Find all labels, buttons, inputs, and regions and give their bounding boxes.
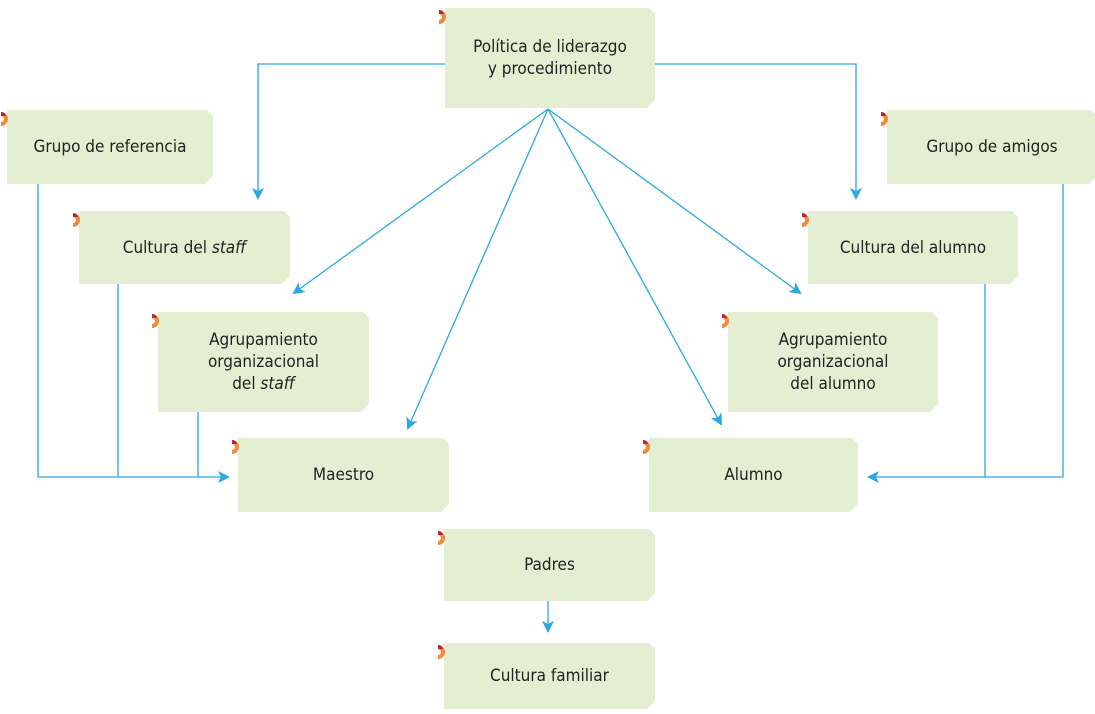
edge-politica-agrup-alumno <box>547 108 802 295</box>
label-line: Agrupamiento <box>778 330 888 350</box>
edge-politica-cultura-staff <box>252 63 445 200</box>
node-maestro: Maestro <box>238 438 449 512</box>
label-line: organizacional <box>207 352 320 372</box>
corner-badge-icon <box>73 213 85 227</box>
node-label: Padres <box>524 555 575 575</box>
label-italic: staff <box>260 374 295 394</box>
node-label: Grupo de referencia <box>33 137 187 157</box>
corner-badge-icon <box>643 440 655 454</box>
edge-grupo-amigos-alumno <box>867 184 1064 483</box>
label-line: Política de liderazgo <box>473 37 627 57</box>
label-line: del alumno <box>790 374 876 394</box>
label-italic: staff <box>211 237 247 258</box>
corner-badge-icon <box>881 112 893 126</box>
node-padres: Padres <box>444 529 655 601</box>
edge-politica-agrup-staff <box>292 108 549 295</box>
label-text: Cultura del <box>122 237 207 258</box>
label-line: Agrupamiento <box>209 330 318 350</box>
node-label: Cultura del alumno <box>839 237 987 258</box>
label-line: organizacional <box>777 352 889 372</box>
node-label: Maestro <box>312 465 375 485</box>
node-cultura-alumno: Cultura del alumno <box>808 211 1018 284</box>
node-label: Alumno <box>724 465 783 485</box>
corner-badge-icon <box>438 531 450 545</box>
node-cultura-staff: Cultura del staff <box>79 211 290 284</box>
corner-badge-icon <box>439 10 451 24</box>
corner-badge-icon <box>802 213 814 227</box>
node-label: Cultura del staff <box>123 237 246 259</box>
corner-badge-icon <box>1 112 13 126</box>
node-grupo-amigos: Grupo de amigos <box>887 110 1095 184</box>
node-alumno: Alumno <box>649 438 858 512</box>
corner-badge-icon <box>232 440 244 454</box>
corner-badge-icon <box>438 645 450 659</box>
node-label: Grupo de amigos <box>926 137 1058 157</box>
edge-politica-maestro <box>406 108 549 430</box>
label-line: y procedimiento <box>487 59 613 79</box>
edge-grupo-referencia-maestro <box>37 184 230 483</box>
node-label: Cultura familiar <box>490 666 609 686</box>
corner-badge-icon <box>152 314 164 328</box>
node-cultura-familiar: Cultura familiar <box>444 643 655 709</box>
edge-politica-alumno <box>547 108 722 426</box>
node-grupo-referencia: Grupo de referencia <box>7 110 213 184</box>
label-line: del <box>232 374 256 394</box>
corner-badge-icon <box>722 314 734 328</box>
edge-politica-cultura-alumno <box>655 63 862 200</box>
